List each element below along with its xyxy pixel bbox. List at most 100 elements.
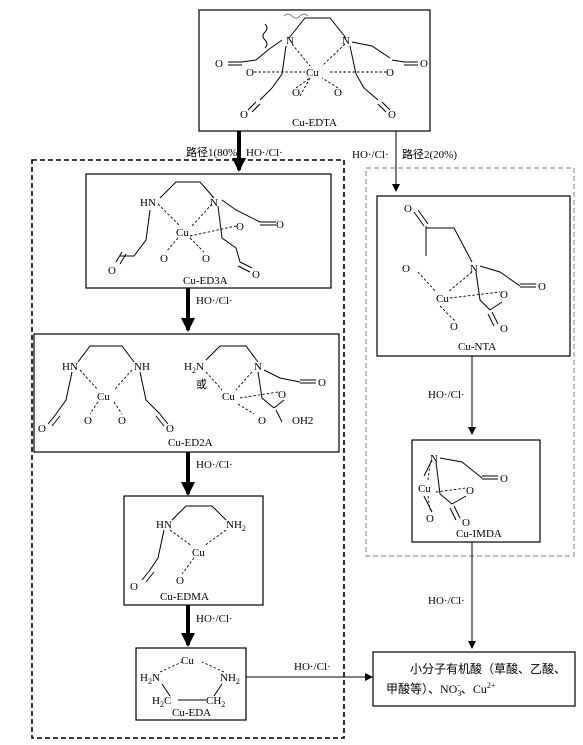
edta-n-left: N (286, 35, 294, 47)
ed2a-right-h2n: H2N (184, 361, 204, 375)
imda-cu: Cu (418, 483, 431, 495)
compound-label-eda: Cu-EDA (172, 707, 211, 719)
edta-o-8: O (388, 109, 396, 121)
pathway1-label: 路径1(80%) (186, 146, 241, 159)
eda-cu: Cu (181, 655, 194, 667)
condition-pathway1: HO·/Cl· (246, 147, 283, 159)
edta-o-1: O (215, 58, 223, 70)
imda-o-2: O (466, 485, 474, 497)
ed2a-left-cu: Cu (97, 391, 110, 403)
ed3a-o-3: O (160, 253, 168, 265)
condition-nta-imda: HO·/Cl· (428, 389, 465, 401)
compound-label-imda: Cu-IMDA (456, 528, 502, 540)
edta-o-3: O (386, 67, 394, 79)
nta-o-4: O (500, 289, 508, 301)
ed3a-o-5: O (108, 265, 116, 277)
condition-imda-products: HO·/Cl· (428, 595, 465, 607)
nta-n: N (470, 263, 478, 275)
compound-label-ed2a: Cu-ED2A (168, 437, 213, 449)
edma-o-2: O (130, 581, 138, 593)
products-line1: 小分子有机酸（草酸、乙酸、 (410, 661, 566, 676)
pathway2-label: 路径2(20%) (402, 148, 457, 161)
nta-o-5: O (450, 321, 458, 333)
imda-n: N (430, 453, 438, 465)
eda-ch: CH (206, 695, 221, 707)
ed2a-right-o-1: O (318, 377, 326, 389)
ed2a-right-o-3: O (258, 415, 266, 427)
edta-o-6: O (334, 87, 342, 99)
ed2a-left-hn: HN (62, 361, 78, 373)
nta-cu: Cu (436, 293, 449, 305)
pathway1-group-box (31, 159, 345, 739)
ed2a-left-o-3: O (38, 423, 46, 435)
edma-nh: NH (226, 519, 242, 531)
products-sep: 、Cu (461, 682, 487, 696)
eda-nh2-right: NH2 (220, 672, 240, 686)
pathway2-group-box (365, 167, 575, 557)
or-label: 或 (196, 378, 207, 391)
products-box: 小分子有机酸（草酸、乙酸、 甲酸等）、NO3−、Cu2+ (372, 651, 576, 707)
eda-h2c-c: C (164, 695, 171, 707)
ed3a-o-2: O (236, 221, 244, 233)
products-line2: 甲酸等）、NO3−、Cu2+ (386, 681, 496, 698)
edta-o-5: O (292, 87, 300, 99)
ed3a-o-1: O (276, 219, 284, 231)
ed2a-right-cu: Cu (222, 391, 235, 403)
imda-o-1: O (500, 473, 508, 485)
condition-edma-eda: HO·/Cl· (196, 613, 233, 625)
imda-o-4: O (462, 517, 470, 529)
cu-edta-structure: N N Cu O O O O O O O O Cu-EDTA (198, 9, 431, 132)
compound-label-edta: Cu-EDTA (292, 117, 337, 129)
no3-sup: − (456, 681, 461, 690)
eda-nh: NH (220, 672, 236, 684)
eda-h2c-sub: 2 (160, 700, 164, 709)
eda-h2n-n: N (152, 672, 160, 684)
ed3a-n: N (210, 197, 218, 209)
nta-o-1: O (404, 203, 412, 215)
condition-eda-products: HO·/Cl· (294, 661, 331, 673)
cu-edma-structure: HN NH2 Cu O O Cu-EDMA (123, 495, 264, 606)
compound-label-ed3a: Cu-ED3A (183, 275, 228, 287)
edma-o-1: O (176, 575, 184, 587)
condition-ed2a-edma: HO·/Cl· (196, 459, 233, 471)
cu-eda-structure: Cu H2N NH2 H2C CH2 Cu-EDA (135, 647, 247, 721)
eda-h2c-h: H (152, 695, 160, 707)
cu-sup: 2+ (487, 681, 496, 690)
ed2a-left-o-1: O (84, 415, 92, 427)
ed2a-left-o-2: O (118, 415, 126, 427)
eda-h2n-left: H2N (140, 672, 160, 686)
nta-o-3: O (538, 281, 546, 293)
eda-h2c: H2C (152, 695, 171, 709)
nta-o-6: O (500, 323, 508, 335)
products-line2-prefix: 甲酸等）、NO (386, 681, 458, 696)
cu-ed3a-structure: HN N Cu O O O O O O Cu-ED3A (85, 173, 332, 289)
condition-pathway2: HO·/Cl· (352, 149, 389, 161)
compound-label-edma: Cu-EDMA (160, 591, 209, 603)
ed3a-o-6: O (252, 269, 260, 281)
ed2a-right-o-2: O (278, 389, 286, 401)
edma-nh2: NH2 (226, 519, 246, 533)
ed2a-left-nh: NH (134, 361, 150, 373)
condition-ed3a-ed2a: HO·/Cl· (196, 295, 233, 307)
ed2a-right-h2n-sub: 2 (192, 366, 196, 375)
ed3a-cu: Cu (176, 227, 189, 239)
edta-n-right: N (342, 35, 350, 47)
edma-hn: HN (156, 519, 172, 531)
ed3a-o-4: O (202, 253, 210, 265)
edta-o-7: O (240, 109, 248, 121)
eda-h: H (140, 672, 148, 684)
ed2a-right-oh2: OH2 (292, 415, 313, 427)
eda-ch2: CH2 (206, 695, 225, 709)
ed2a-left-o-4: O (166, 423, 174, 435)
edta-cu: Cu (306, 67, 319, 79)
edma-cu: Cu (192, 547, 205, 559)
ed2a-right-n: N (254, 361, 262, 373)
cu-nta-structure: O O N Cu O O O O Cu-NTA (376, 195, 571, 357)
cu-imda-structure: N Cu O O O O Cu-IMDA (411, 439, 541, 543)
no3-sub: 3 (457, 689, 461, 698)
ed2a-right-h2n-n: N (196, 361, 204, 373)
eda-h2n-sub: 2 (148, 677, 152, 686)
compound-label-nta: Cu-NTA (458, 341, 496, 353)
nta-o-2: O (402, 263, 410, 275)
